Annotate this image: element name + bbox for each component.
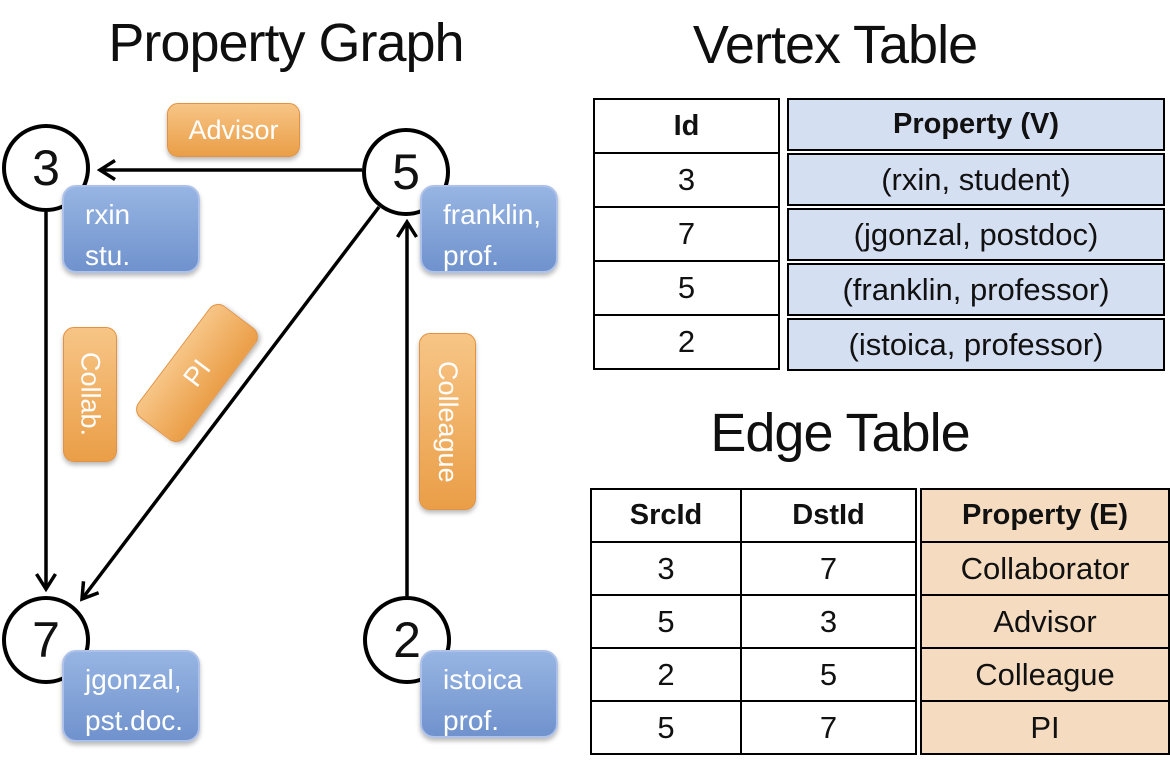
vertex-property-cell: (franklin, professor) [787, 263, 1165, 316]
vertex-prop-box-jgonzal: jgonzal, pst.doc. [62, 650, 200, 742]
vertex-property-cell: (rxin, student) [787, 153, 1165, 206]
table-row: Property (E) [920, 488, 1170, 543]
edge-property-cell: PI [920, 700, 1170, 755]
edge-label-advisor: Advisor [167, 103, 300, 157]
vertex-property-header: Property (V) [787, 98, 1165, 151]
vertex-property-cell: (jgonzal, postdoc) [787, 208, 1165, 261]
table-row: Id [593, 98, 780, 154]
table-row: Collaborator [920, 541, 1170, 596]
vertex-id-table: Id 3 7 5 2 [593, 98, 780, 370]
edge-dstid-cell: 3 [740, 594, 917, 649]
table-row: 2 5 [590, 647, 917, 702]
edge-dstid-cell: 5 [740, 647, 917, 702]
vertex-property-column: Property (V) (rxin, student) (jgonzal, p… [787, 98, 1165, 373]
table-row: 5 [593, 260, 780, 316]
vertex-id: 2 [393, 612, 421, 668]
prop-line: rxin [85, 199, 131, 230]
edge-dstid-cell: 7 [740, 541, 917, 596]
prop-line: istoica [443, 664, 523, 695]
vertex-id: 7 [32, 612, 60, 668]
table-row: Colleague [920, 647, 1170, 702]
edge-property-cell: Collaborator [920, 541, 1170, 596]
vertex-id-cell: 5 [593, 260, 780, 316]
edge-dstid-header: DstId [740, 488, 917, 543]
prop-line: prof. [443, 704, 500, 736]
table-row: SrcId DstId [590, 488, 917, 543]
edge-property-table: Property (E) Collaborator Advisor Collea… [920, 488, 1170, 755]
edge-table-title: Edge Table [710, 403, 970, 463]
property-graph-title: Property Graph [108, 13, 464, 73]
table-row: 5 7 [590, 700, 917, 755]
edge-label-collab: Collab. [63, 327, 117, 462]
graph-edge-5-7 [80, 205, 381, 602]
table-row: 3 [593, 152, 780, 208]
vertex-prop-box-franklin: franklin, prof. [420, 185, 558, 273]
vertex-id-header: Id [593, 98, 780, 154]
edge-property-header: Property (E) [920, 488, 1170, 543]
table-row: Advisor [920, 594, 1170, 649]
vertex-circle-5: 5 [362, 128, 450, 216]
prop-line: jgonzal, [85, 664, 182, 695]
table-row: 3 7 [590, 541, 917, 596]
table-row: PI [920, 700, 1170, 755]
vertex-table-title: Vertex Table [692, 15, 978, 75]
prop-line: prof. [443, 239, 500, 271]
vertex-circle-2: 2 [363, 596, 451, 684]
edge-property-cell: Advisor [920, 594, 1170, 649]
edge-property-cell: Colleague [920, 647, 1170, 702]
table-row: 5 3 [590, 594, 917, 649]
vertex-id-cell: 3 [593, 152, 780, 208]
edge-srcid-cell: 5 [590, 594, 742, 649]
table-row: 7 [593, 206, 780, 262]
vertex-id: 3 [32, 140, 60, 196]
vertex-property-cell: (istoica, professor) [787, 318, 1165, 371]
vertex-id: 5 [392, 144, 420, 200]
prop-line: pst.doc. [85, 704, 184, 736]
edge-srcid-cell: 3 [590, 541, 742, 596]
vertex-id-cell: 7 [593, 206, 780, 262]
vertex-prop-box-rxin: rxin stu. [62, 185, 200, 273]
vertex-id-cell: 2 [593, 314, 780, 370]
table-row: 2 [593, 314, 780, 370]
edge-srcid-header: SrcId [590, 488, 742, 543]
graph-edges [35, 159, 418, 602]
edge-srcdst-table: SrcId DstId 3 7 5 3 2 5 5 7 [590, 488, 917, 755]
prop-line: stu. [85, 239, 131, 271]
edge-label-colleague: Colleague [419, 333, 476, 510]
edge-srcid-cell: 2 [590, 647, 742, 702]
prop-line: franklin, [443, 199, 542, 230]
edge-srcid-cell: 5 [590, 700, 742, 755]
vertex-prop-box-istoica: istoica prof. [420, 650, 558, 738]
edge-dstid-cell: 7 [740, 700, 917, 755]
